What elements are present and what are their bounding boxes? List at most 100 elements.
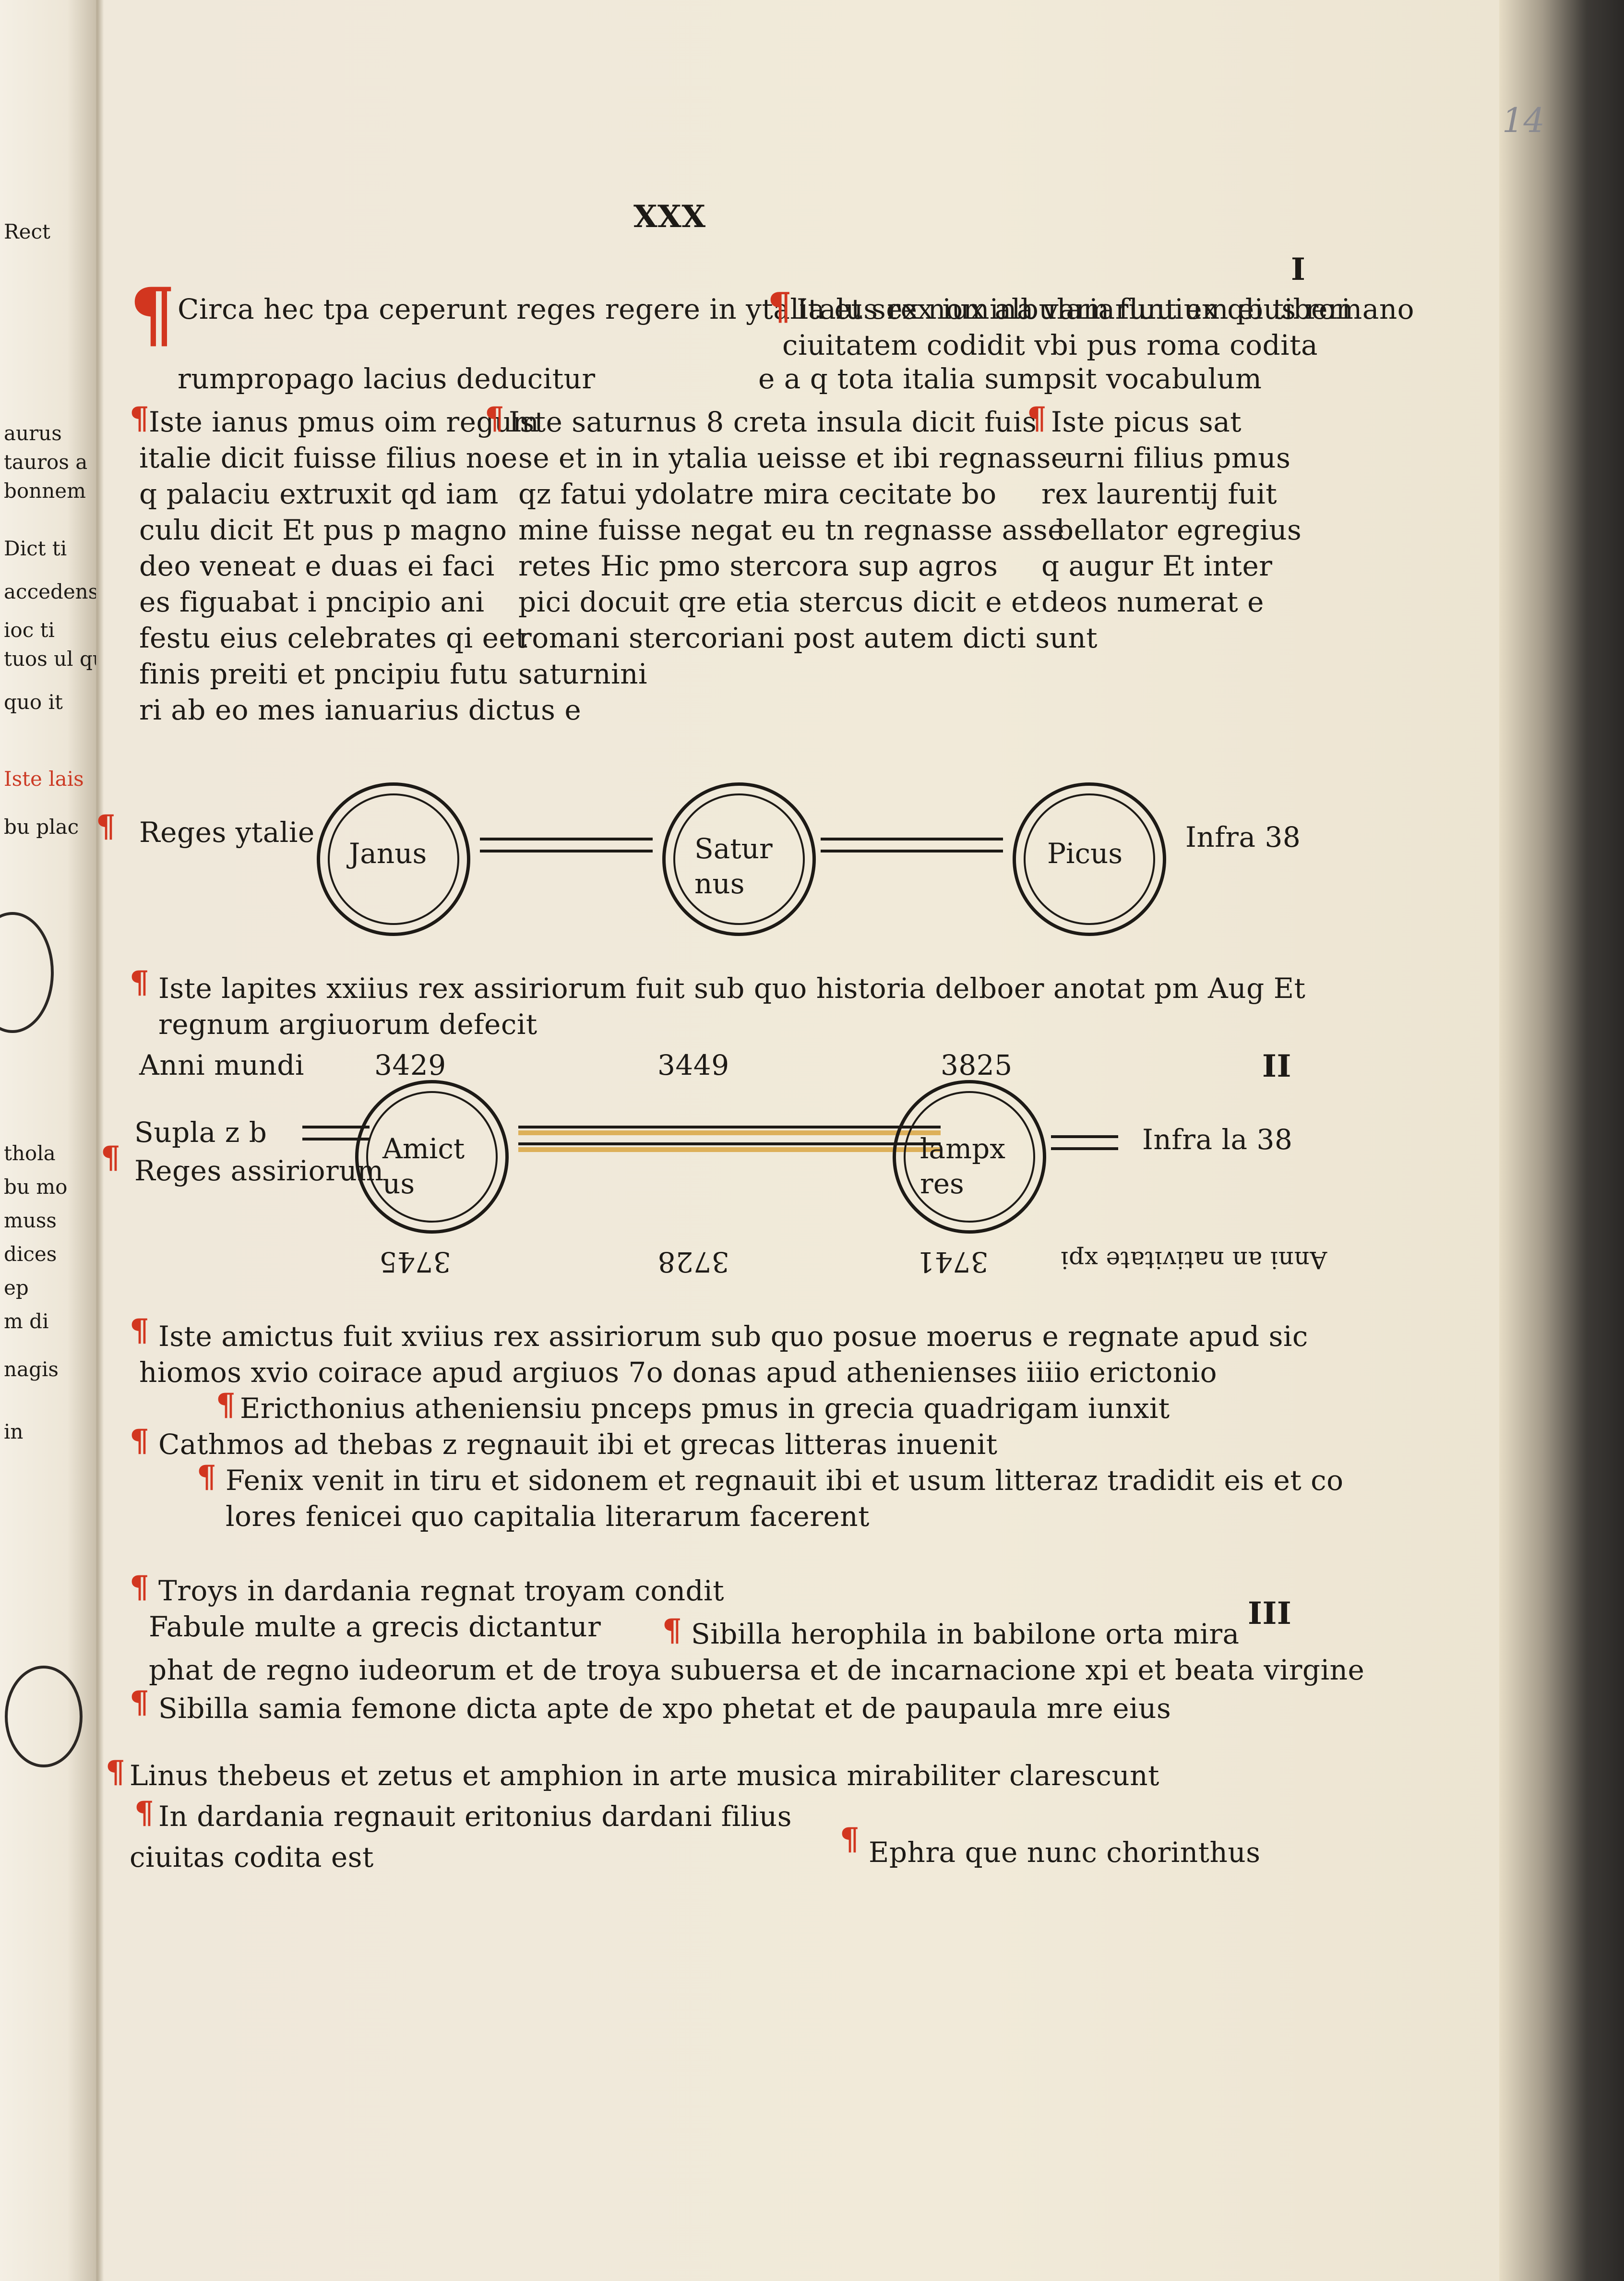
pilcrow-mark: ¶ [130, 1423, 150, 1459]
pilcrow-mark: ¶ [197, 1459, 217, 1495]
left-fragment: thola [4, 1141, 56, 1165]
picus-line: rex laurentij fuit [1041, 478, 1278, 510]
left-fragment: quo it [4, 690, 63, 714]
year-label-inverted: 3741 [917, 1246, 989, 1278]
connector-line [1051, 1147, 1118, 1150]
year-label: 3449 [657, 1049, 729, 1081]
janus-line: ri ab eo mes ianuarius dictus e [139, 694, 582, 726]
left-facing-page: Rect aurus tauros a bonnem Dict ti acced… [0, 0, 96, 2281]
section-marker-3: III [1248, 1596, 1292, 1632]
diagram-row-label: Supla z b [134, 1116, 267, 1149]
saturn-line: mine fuisse negat eu tn regnasse asse [518, 514, 1065, 546]
saturn-line: pici docuit qre etia stercus dicit e et [518, 586, 1039, 618]
year-label: 3429 [374, 1049, 446, 1081]
left-fragment: nagis [4, 1357, 59, 1381]
intro-line: e a q tota italia sumpsit vocabulum [758, 362, 1262, 395]
text-line: Sibilla herophila in babilone orta mira [691, 1618, 1240, 1650]
left-fragment: tuos ul que [4, 647, 96, 671]
genealogy-node-janus: Janus [317, 782, 470, 936]
handwritten-folio-number: 14 [1502, 101, 1545, 140]
text-line: hiomos xvio coirace apud argiuos 7o dona… [139, 1356, 1218, 1389]
node-label: Satur nus [694, 832, 773, 900]
genealogy-node-saturn: Satur nus [662, 782, 816, 936]
year-label-inverted: 3728 [657, 1246, 729, 1278]
text-line: phat de regno iudeorum et de troya subue… [149, 1654, 1365, 1686]
connector-line [302, 1138, 370, 1140]
diagram-row-label: Reges ytalie [139, 816, 315, 849]
picus-line: deos numerat e [1041, 586, 1264, 618]
connector-line [821, 850, 1003, 852]
picus-line: q augur Et inter [1041, 550, 1273, 582]
left-fragment: Rect [4, 220, 50, 243]
janus-line: festu eius celebrates qi eet [139, 622, 527, 654]
text-line: lores fenicei quo capitalia literarum fa… [226, 1500, 870, 1533]
text-line: In dardania regnauit eritonius dardani f… [158, 1800, 792, 1833]
text-line: Cathmos ad thebas z regnauit ibi et grec… [158, 1428, 998, 1461]
node-label: lampx res [920, 1132, 1005, 1200]
janus-line: culu dicit Et pus p magno [139, 514, 507, 546]
anni-label-inverted: Anni an nativitate xpi [1061, 1246, 1327, 1274]
saturn-line: Iste saturnus 8 creta insula dicit fuis [509, 406, 1037, 438]
genealogy-node-lampares: lampx res [893, 1080, 1046, 1234]
intro-line: Italus rex iux albulam fluuium ei tiberi [797, 293, 1351, 325]
pilcrow-mark: ¶ [840, 1821, 860, 1857]
left-fragment: ep [4, 1276, 29, 1299]
year-label-inverted: 3745 [379, 1246, 451, 1278]
left-fragment: bu mo [4, 1175, 68, 1199]
text-line: Ericthonius atheniensiu pnceps pmus in g… [240, 1392, 1170, 1425]
left-fragment: Dict ti [4, 537, 67, 560]
picus-line: Iste picus sat [1051, 406, 1242, 438]
section-marker-2: II [1262, 1048, 1291, 1084]
left-fragment: Iste lais [4, 767, 84, 791]
pilcrow-mark: ¶ [134, 1795, 155, 1831]
janus-line: es figuabat i pncipio ani [139, 586, 485, 618]
genealogy-node-amictus: Amict us [355, 1080, 509, 1234]
picus-line: bellator egregius [1056, 514, 1302, 546]
left-page-circle [5, 1666, 83, 1767]
janus-line: finis preiti et pncipiu futu [139, 658, 508, 690]
text-line: Fenix venit in tiru et sidonem et regnau… [226, 1464, 1344, 1497]
note-line: regnum argiuorum defecit [158, 1008, 537, 1041]
janus-line: Iste ianus pmus oim regum [149, 406, 539, 438]
book-edge-shadow [1499, 0, 1624, 2281]
text-line: Ephra que nunc chorinthus [869, 1836, 1261, 1869]
pilcrow-mark: ¶ [216, 1387, 236, 1423]
connector-line [480, 838, 653, 840]
left-fragment: in [4, 1420, 24, 1443]
genealogy-node-picus: Picus [1013, 782, 1166, 936]
node-label: Amict us [382, 1132, 465, 1200]
janus-line: q palaciu extruxit qd iam [139, 478, 499, 510]
pilcrow-mark: ¶ [130, 400, 150, 436]
pilcrow-mark: ¶ [130, 272, 176, 357]
connector-line [480, 850, 653, 852]
anni-label: Anni an nativitate xpi [1061, 1246, 1327, 1274]
saturn-line: saturnini [518, 658, 648, 690]
text-line: Fabule multe a grecis dictantur [149, 1610, 601, 1643]
year-label: 3741 [917, 1246, 989, 1278]
yellow-wash [518, 1130, 941, 1135]
saturn-line: qz fatui ydolatre mira cecitate bo [518, 478, 997, 510]
connector-line [1051, 1135, 1118, 1138]
connector-line [302, 1126, 370, 1128]
year-label: 3825 [941, 1049, 1013, 1081]
diagram-row-label: Reges assiriorum [134, 1154, 384, 1187]
pilcrow-mark: ¶ [485, 400, 505, 436]
pilcrow-mark: ¶ [130, 1684, 150, 1720]
left-fragment: ioc ti [4, 618, 55, 642]
left-fragment: bonnem [4, 479, 86, 503]
pilcrow-mark: ¶ [130, 1312, 150, 1348]
left-fragment: accedens Que [4, 580, 96, 603]
year-label: 3745 [379, 1246, 451, 1278]
right-page: 14 XXX I ¶ Circa hec tpa ceperunt reges … [96, 19, 1545, 2275]
intro-line: rumpropago lacius deducitur [178, 362, 596, 395]
text-line: Troys in dardania regnat troyam condit [158, 1574, 725, 1607]
left-page-circle [0, 912, 54, 1033]
left-fragment: muss [4, 1209, 57, 1232]
pilcrow-mark: ¶ [130, 1569, 150, 1605]
text-line: Sibilla samia femone dicta apte de xpo p… [158, 1692, 1171, 1725]
text-line: Iste amictus fuit xviius rex assiriorum … [158, 1320, 1308, 1353]
node-label: Picus [1047, 837, 1123, 870]
saturn-line: romani stercoriani post autem dicti sunt [518, 622, 1098, 654]
janus-line: italie dicit fuisse filius noe [139, 442, 518, 474]
left-fragment: tauros a [4, 450, 88, 474]
